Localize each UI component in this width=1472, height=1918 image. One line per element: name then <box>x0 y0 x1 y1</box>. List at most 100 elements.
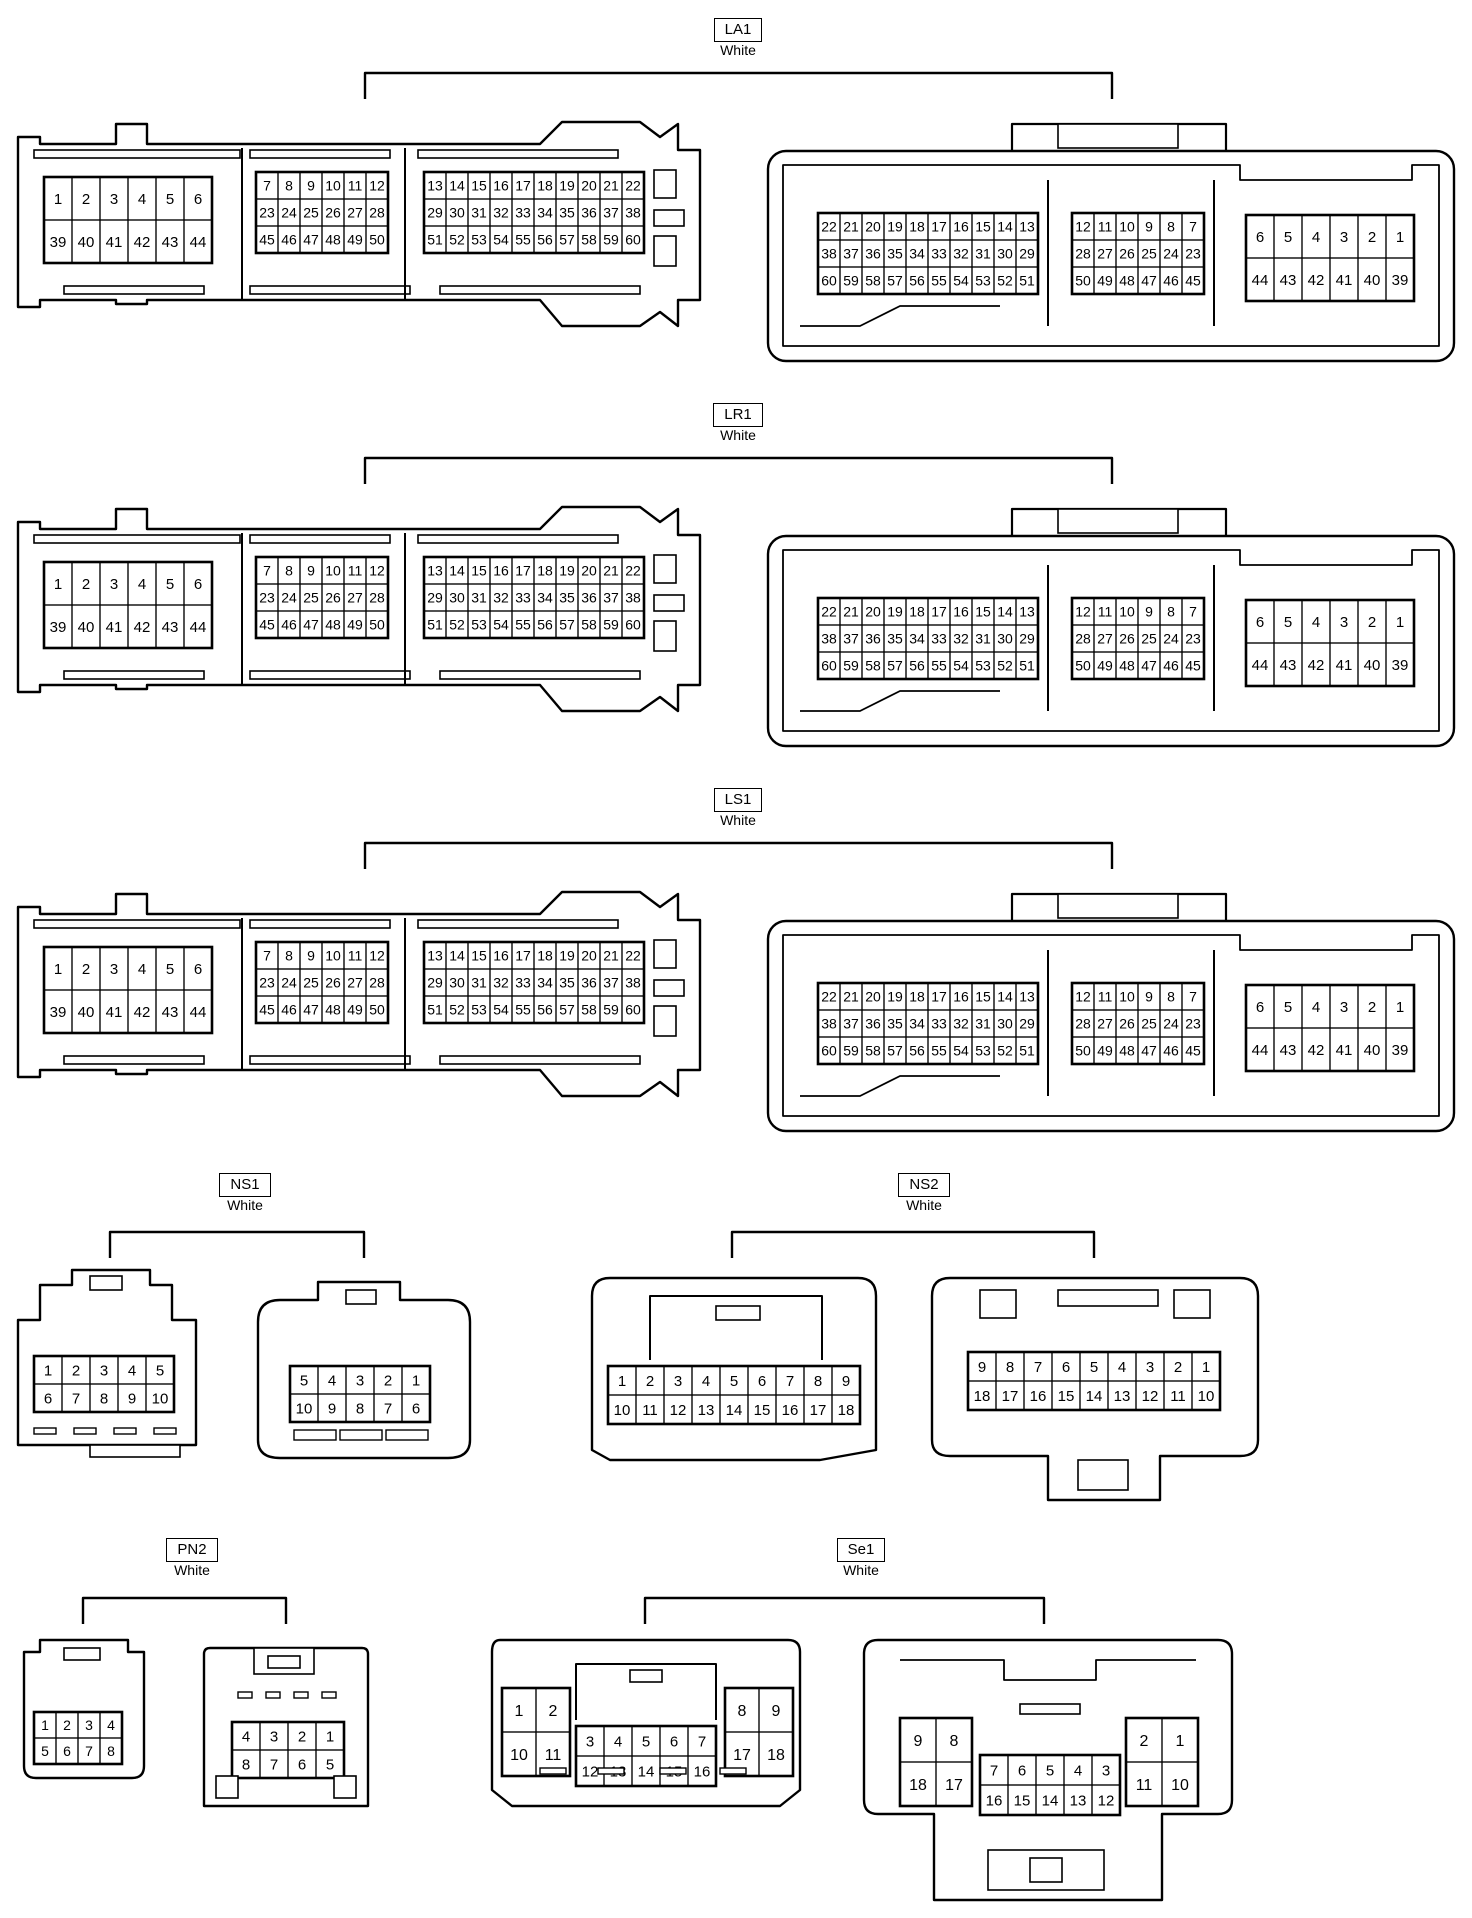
pin-number: 7 <box>263 178 271 194</box>
pin-number: 36 <box>581 205 597 221</box>
pin-cell <box>1385 642 1415 687</box>
pin-number: 3 <box>356 1372 364 1389</box>
pin-number: 7 <box>990 1762 998 1779</box>
connector-label-ns2: NS2 White <box>880 1173 968 1214</box>
pin-number: 1 <box>54 576 62 593</box>
pin-number: 25 <box>303 975 319 991</box>
pin-number: 33 <box>515 205 531 221</box>
pin-number: 33 <box>931 246 947 262</box>
latch-frame <box>649 1295 823 1360</box>
latch-window <box>653 1005 677 1037</box>
pin-number: 50 <box>1075 658 1091 674</box>
pin-number: 18 <box>537 563 553 579</box>
pin-number: 26 <box>1119 246 1135 262</box>
pin-number: 25 <box>1141 246 1157 262</box>
pin-cell <box>1191 1380 1221 1411</box>
pin-number: 18 <box>909 219 925 235</box>
pin-number: 54 <box>493 232 509 248</box>
pin-number: 15 <box>471 948 487 964</box>
pin-number: 60 <box>625 617 641 633</box>
pin-number: 59 <box>843 273 859 289</box>
pin-number: 5 <box>1284 999 1292 1016</box>
pin-number: 11 <box>1098 219 1113 235</box>
pin-number: 15 <box>1014 1792 1031 1809</box>
pin-number: 6 <box>194 191 202 208</box>
pin-number: 8 <box>1167 989 1175 1005</box>
pin-number: 1 <box>54 191 62 208</box>
pin-number: 4 <box>138 576 146 593</box>
pin-number: 53 <box>975 273 991 289</box>
pin-number: 37 <box>843 631 859 647</box>
pin-number: 9 <box>307 178 315 194</box>
pin-number: 48 <box>325 232 341 248</box>
pin-cell <box>145 1383 175 1413</box>
latch-ramp <box>800 1075 1000 1097</box>
pin-number: 32 <box>953 631 969 647</box>
pin-number: 59 <box>603 1002 619 1018</box>
pin-number: 20 <box>581 948 597 964</box>
pin-number: 13 <box>1019 604 1035 620</box>
pin-number: 8 <box>738 1703 747 1720</box>
pin-number: 2 <box>1368 229 1376 246</box>
pin-number: 20 <box>865 989 881 1005</box>
pin-number: 16 <box>493 178 509 194</box>
pin-number: 60 <box>821 273 837 289</box>
pin-number: 21 <box>603 178 619 194</box>
pin-cell <box>621 610 645 639</box>
pin-number: 18 <box>838 1402 855 1419</box>
pin-number: 3 <box>110 961 118 978</box>
pin-number: 55 <box>931 1043 947 1059</box>
pin-number: 59 <box>603 617 619 633</box>
pin-number: 11 <box>348 563 363 579</box>
pin-number: 28 <box>369 205 385 221</box>
pin-cell <box>365 995 389 1024</box>
pin-grid-middle: 345671213141516 <box>574 1724 718 1788</box>
latch-window <box>653 594 685 612</box>
pin-number: 33 <box>515 975 531 991</box>
latch-ramp <box>800 305 1000 327</box>
pin-number: 28 <box>369 975 385 991</box>
pin-number: 25 <box>1141 631 1157 647</box>
pin-number: 10 <box>1171 1777 1189 1794</box>
pin-number: 34 <box>537 975 553 991</box>
pin-number: 16 <box>694 1763 711 1780</box>
pin-number: 17 <box>931 989 947 1005</box>
pin-number: 12 <box>1075 989 1091 1005</box>
pin-number: 6 <box>194 576 202 593</box>
pin-number: 35 <box>559 975 575 991</box>
terminal-slot <box>659 1767 687 1775</box>
pin-number: 5 <box>166 961 174 978</box>
latch <box>1019 1703 1081 1715</box>
pin-number: 6 <box>44 1390 52 1407</box>
pin-number: 51 <box>427 1002 443 1018</box>
pin-number: 36 <box>865 1016 881 1032</box>
connector-housing <box>862 1638 1234 1902</box>
pin-number: 31 <box>471 590 487 606</box>
latch-window <box>653 235 677 267</box>
pin-number: 58 <box>581 232 597 248</box>
pin-number: 32 <box>493 975 509 991</box>
pin-number: 49 <box>1097 658 1113 674</box>
pin-number: 14 <box>997 604 1013 620</box>
pin-number: 56 <box>909 1043 925 1059</box>
pin-number: 10 <box>1119 989 1135 1005</box>
pin-number: 43 <box>1280 1042 1297 1059</box>
pin-number: 24 <box>281 975 297 991</box>
terminal-slot <box>539 1767 567 1775</box>
pin-number: 10 <box>325 178 341 194</box>
pin-number: 10 <box>1198 1388 1215 1405</box>
pin-number: 51 <box>427 617 443 633</box>
pin-number: 3 <box>674 1373 682 1390</box>
pin-number: 24 <box>281 590 297 606</box>
pin-number: 4 <box>328 1372 336 1389</box>
locking-rib <box>249 1055 411 1065</box>
pin-number: 27 <box>347 590 363 606</box>
connector-color: White <box>906 1197 942 1213</box>
pin-number: 55 <box>515 232 531 248</box>
